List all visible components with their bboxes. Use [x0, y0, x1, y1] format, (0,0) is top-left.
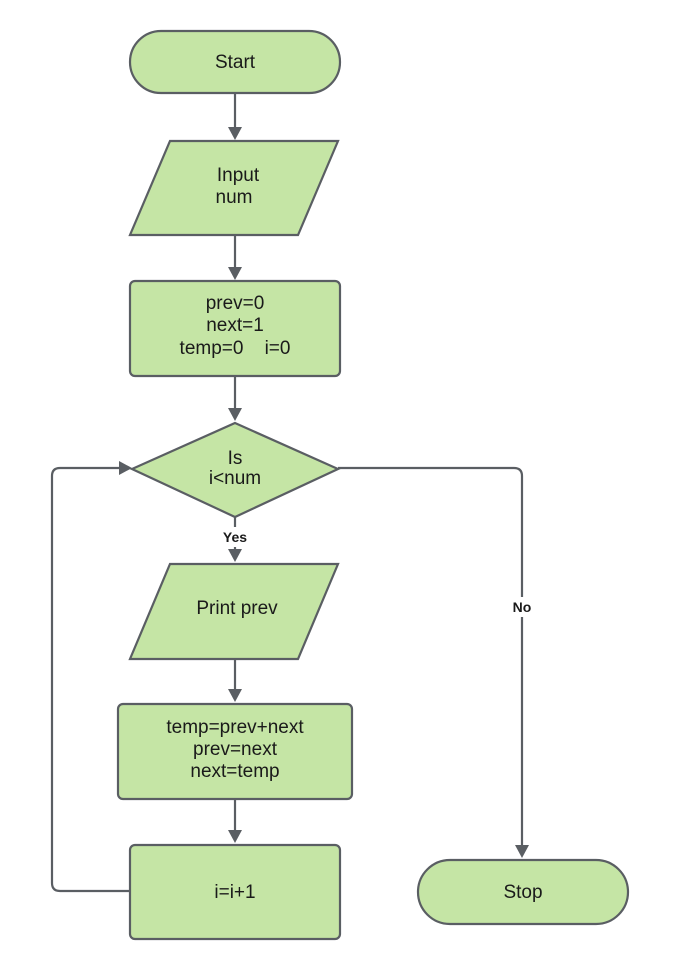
- start-node: Start: [128, 29, 342, 95]
- decision-label-line1: Is: [228, 448, 243, 469]
- yes-label: Yes: [223, 529, 247, 545]
- arrowhead: [228, 408, 242, 421]
- start-terminator-shape: [128, 29, 342, 95]
- yes-label-bg: [214, 527, 256, 547]
- update-label-line3: next=temp: [190, 761, 279, 782]
- init-process-shape: [128, 279, 342, 378]
- init-label-line3: temp=0 i=0: [180, 338, 291, 359]
- print-label: Print prev: [196, 598, 278, 619]
- arrowhead: [228, 549, 242, 562]
- input-node: Input num: [128, 139, 340, 237]
- input-label-line2: num: [216, 187, 253, 208]
- increment-node: i=i+1: [128, 843, 342, 941]
- decision-node: Is i<num: [129, 421, 341, 519]
- no-label: No: [513, 599, 532, 615]
- connectors: [50, 93, 529, 893]
- stop-terminator-shape: [416, 858, 630, 926]
- stop-node: Stop: [416, 858, 630, 926]
- no-label-bg: [506, 597, 538, 617]
- init-label-line1: prev=0: [206, 293, 265, 314]
- stop-label: Stop: [503, 882, 542, 903]
- increment-process-shape: [128, 843, 342, 941]
- update-label-line1: temp=prev+next: [166, 717, 304, 738]
- update-process-shape: [116, 702, 354, 801]
- arrowhead: [228, 830, 242, 843]
- arrowhead: [515, 845, 529, 858]
- input-parallelogram-shape: [128, 139, 340, 237]
- arrowhead: [119, 461, 132, 475]
- increment-label: i=i+1: [214, 882, 255, 903]
- update-label-line2: prev=next: [193, 739, 278, 760]
- arrowhead: [228, 689, 242, 702]
- init-node: prev=0 next=1 temp=0 i=0: [128, 279, 342, 378]
- arrowhead: [228, 127, 242, 140]
- input-label-line1: Input: [217, 165, 260, 186]
- init-label-line2: next=1: [206, 315, 264, 336]
- edge-loop-back: [50, 466, 130, 893]
- edge-decision-to-stop: [338, 466, 524, 846]
- print-parallelogram-shape: [128, 562, 340, 661]
- arrowhead: [228, 267, 242, 280]
- decision-label-line2: i<num: [209, 468, 261, 489]
- start-label: Start: [215, 52, 256, 73]
- update-node: temp=prev+next prev=next next=temp: [116, 702, 354, 801]
- decision-diamond-shape: [129, 421, 341, 519]
- print-node: Print prev: [128, 562, 340, 661]
